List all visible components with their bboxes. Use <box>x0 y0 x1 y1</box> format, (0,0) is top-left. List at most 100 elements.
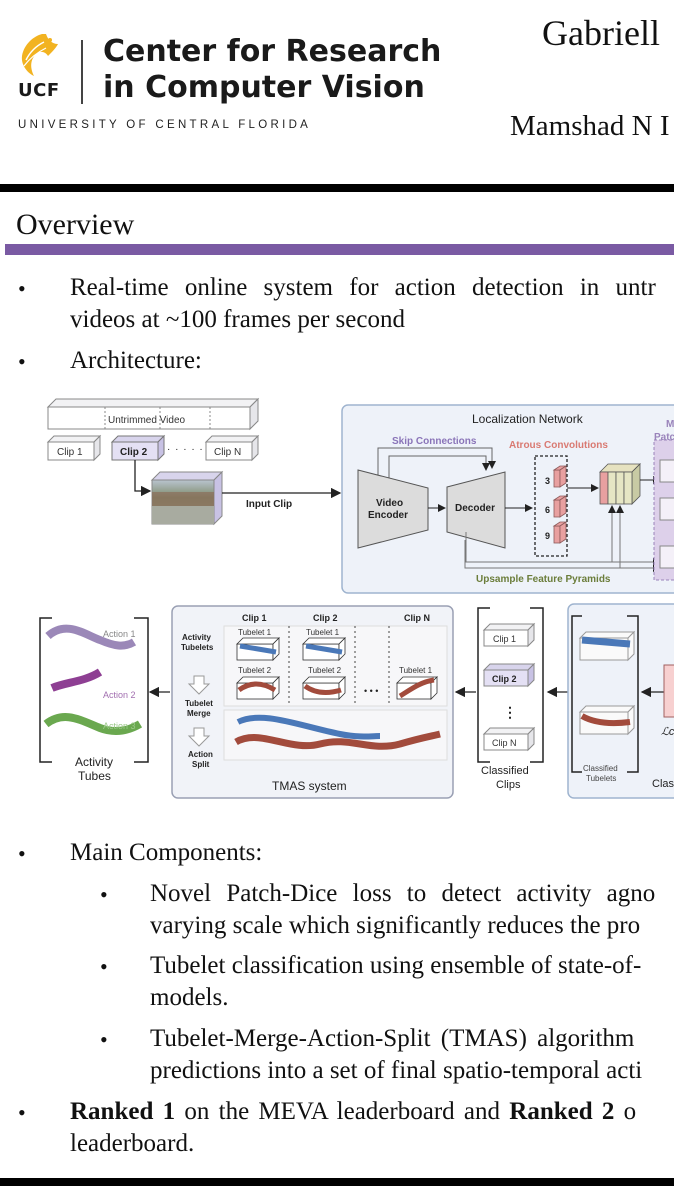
tubelet-red <box>398 677 435 699</box>
bullet-marker: • <box>18 841 26 866</box>
bullet-marker: • <box>18 349 26 374</box>
action-3-label: Action 3 <box>103 721 136 731</box>
tubelet-red <box>303 683 342 696</box>
encoder-label-2: Encoder <box>368 510 408 521</box>
bullet-ranking-line2: leaderboard. <box>70 1130 195 1157</box>
encoder-label-1: Video <box>376 498 403 509</box>
feature-stack <box>599 463 641 505</box>
activity-tubes-bracket-left <box>39 617 52 763</box>
merge-arrow-icon <box>187 675 211 695</box>
clip-dots: · · · · · <box>167 444 204 455</box>
sub-bullet-marker: • <box>100 1027 108 1052</box>
section-title: Overview <box>16 208 135 241</box>
ranking-end: o <box>614 1098 637 1125</box>
localization-network-box <box>341 404 674 594</box>
clip-2-box: Clip 2 <box>110 434 166 462</box>
header-rule <box>0 184 674 192</box>
tubelet-label: Tubelet 1 <box>238 628 272 637</box>
decoder-block <box>446 471 506 549</box>
patch-label-m: M <box>666 419 674 430</box>
tmas-clip-2-header: Clip 2 <box>313 613 338 623</box>
classified-clip-n: Clip N <box>492 738 517 748</box>
university-name: UNIVERSITY OF CENTRAL FLORIDA <box>18 119 312 131</box>
bullet-marker: • <box>18 276 26 301</box>
footer-rule <box>0 1178 674 1186</box>
tmas-ellipsis: • • • <box>364 686 378 696</box>
classifier-block <box>663 664 674 718</box>
classified-clip-2: Clip 2 <box>492 674 517 684</box>
tubelet-blue <box>305 643 343 655</box>
clip-n-label: Clip N <box>214 447 241 458</box>
classified-clips-label-1: Classified <box>481 765 529 777</box>
tmas-system-label: TMAS system <box>272 779 347 793</box>
ranked-1: Ranked 1 <box>70 1098 176 1125</box>
action-1-tube <box>45 624 137 650</box>
bullet-ranking-line1: Ranked 1 on the MEVA leaderboard and Ran… <box>70 1096 636 1128</box>
upsample-label: Upsample Feature Pyramids <box>476 574 611 585</box>
classification-loss-symbol: ℒc <box>661 726 674 738</box>
untrimmed-video-label: Untrimmed Video <box>108 415 186 426</box>
bullet-main-components: Main Components: <box>70 839 263 866</box>
action-split-label-1: Action <box>188 750 213 759</box>
clip-1-box: Clip 1 <box>46 434 102 462</box>
activity-tubelets-label-1: Activity <box>182 633 211 642</box>
classified-clips-vdots: ⋮ <box>503 704 517 720</box>
sub-bullet-tubelet-line1: Tubelet classification using ensemble of… <box>150 952 642 979</box>
atrous-rate-6: 6 <box>545 505 550 515</box>
atrous-rate-3: 3 <box>545 476 550 486</box>
untrimmed-video-bar: Untrimmed Video <box>46 397 260 431</box>
clip-2-label: Clip 2 <box>120 447 148 458</box>
atrous-rate-9: 9 <box>545 531 550 541</box>
merged-tube-blue <box>236 714 381 740</box>
classified-clips-bracket-left <box>477 607 490 763</box>
action-3-tube <box>43 713 143 735</box>
classified-tubelet-red <box>580 713 631 727</box>
sub-bullet-marker: • <box>100 882 108 907</box>
video-encoder-block <box>357 469 429 549</box>
sub-bullet-patch-dice-line1: Novel Patch-Dice loss to detect activity… <box>150 880 656 907</box>
action-2-label: Action 2 <box>103 690 136 700</box>
classified-tubelet-blue <box>581 636 631 648</box>
localization-network-title: Localization Network <box>472 412 584 426</box>
sub-bullet-marker: • <box>100 954 108 979</box>
tubelet-merge-label-2: Merge <box>187 709 211 718</box>
action-2-tube <box>50 668 103 692</box>
sub-bullet-patch-dice-line2: varying scale which significantly reduce… <box>150 912 641 939</box>
tubelet-label: Tubelet 1 <box>399 666 433 675</box>
clip-n-box: Clip N <box>204 434 260 462</box>
tubelet-label: Tubelet 2 <box>238 666 272 675</box>
activity-tubes-label-1: Activity <box>75 755 113 769</box>
tubelet-label: Tubelet 2 <box>308 666 342 675</box>
logo-divider <box>81 40 83 104</box>
section-accent-bar <box>5 244 674 255</box>
input-clip-label: Input Clip <box>246 499 292 510</box>
bullet-architecture: Architecture: <box>70 347 202 374</box>
sub-bullet-tubelet-line2: models. <box>150 984 229 1011</box>
classified-tubelets-label-2: Tubelets <box>586 774 616 783</box>
bullet-realtime-line1: Real-time online system for action detec… <box>70 274 656 301</box>
patch-label: Patc <box>654 432 674 443</box>
atrous-conv-group <box>534 455 568 557</box>
tmas-clip-1-header: Clip 1 <box>242 613 267 623</box>
merged-tube-red <box>234 730 441 750</box>
architecture-diagram: Untrimmed Video Clip 1 Clip 2 · · · · · … <box>39 397 674 799</box>
activity-tubes-bracket-right <box>134 617 149 763</box>
author-line-1: Gabriell <box>542 13 660 53</box>
input-clip-frame <box>150 470 224 526</box>
skip-connections-label: Skip Connections <box>392 436 477 447</box>
author-line-2: Mamshad N I <box>510 110 670 142</box>
tubelet-label: Tubelet 1 <box>306 628 340 637</box>
action-split-label-2: Split <box>192 760 210 769</box>
ranked-2: Ranked 2 <box>509 1098 615 1125</box>
bullet-marker: • <box>18 1100 26 1125</box>
decoder-label: Decoder <box>455 503 495 514</box>
ucf-label: UCF <box>18 80 60 101</box>
tubelet-red <box>237 681 277 693</box>
classified-clips-label-2: Clips <box>496 779 521 791</box>
center-name-line2: in Computer Vision <box>103 70 425 105</box>
clip-1-label: Clip 1 <box>57 447 83 458</box>
activity-tubes-label-2: Tubes <box>78 769 111 783</box>
tmas-clip-n-header: Clip N <box>404 613 430 623</box>
activity-tubelets-label-2: Tubelets <box>181 643 214 652</box>
center-name-line1: Center for Research <box>103 34 442 69</box>
